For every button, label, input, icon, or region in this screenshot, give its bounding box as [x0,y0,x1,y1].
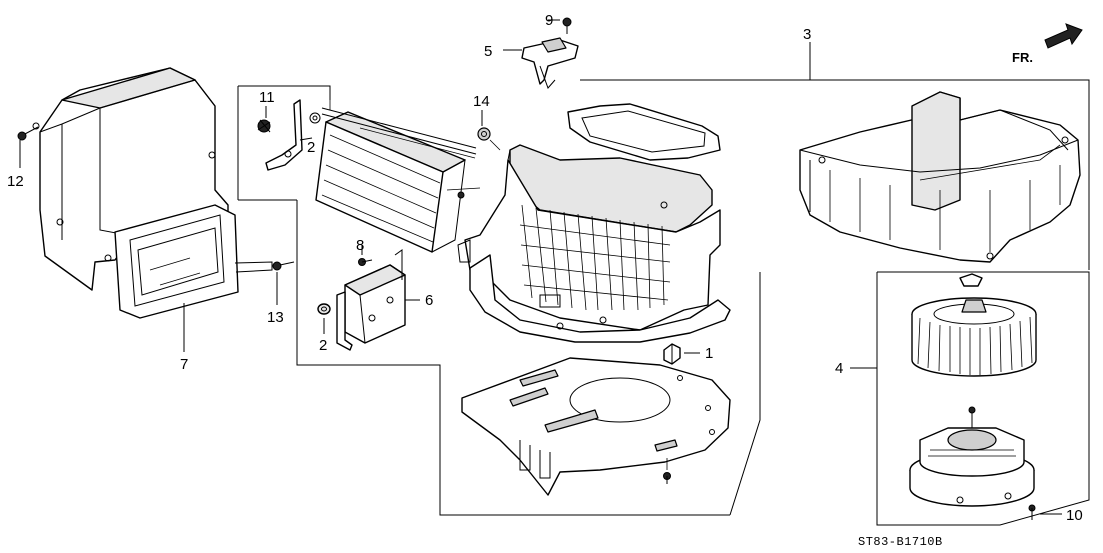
screw-part-10 [1028,504,1062,520]
callout-10: 10 [1066,507,1083,524]
screw-bottom [663,458,671,484]
callout-8: 8 [356,237,364,254]
upper-case-part-3 [799,91,1081,263]
screw-part-8 [358,245,373,266]
intake-duct-part-7 [32,67,273,319]
clip-part-1 [663,343,700,365]
callout-3: 3 [803,26,811,43]
diagram-code: ST83-B1710B [858,535,943,549]
nut-part-14 [477,110,501,151]
gasket-seal [567,103,721,161]
callout-11: 11 [259,89,275,106]
callout-2-upper: 2 [307,139,315,156]
callout-13: 13 [267,309,284,326]
front-direction-arrow: FR. [1012,23,1083,65]
callout-labels: 9 5 3 11 2 14 12 8 6 13 2 7 1 4 10 [7,12,1083,524]
screw-part-13 [272,261,295,305]
bolt-part-9 [548,17,572,34]
callout-14: 14 [473,93,490,110]
blower-motor-fan-part-4 [909,273,1037,507]
screw-part-12 [17,126,39,168]
callout-9: 9 [545,12,553,29]
callout-7: 7 [180,356,188,373]
front-direction-label: FR. [1012,50,1033,65]
actuator-part-6 [336,249,420,351]
callout-1: 1 [705,345,713,362]
assembly-frames [237,42,1090,526]
callout-6: 6 [425,292,433,309]
bottom-cover-plate [461,357,731,496]
callout-2-lower: 2 [319,337,327,354]
callout-12: 12 [7,173,24,190]
callout-4: 4 [835,360,843,377]
grommet-part-2-lower [317,303,331,334]
filter-link-assembly [257,98,481,253]
bracket-part-5 [503,37,579,89]
callout-5: 5 [484,43,492,60]
blower-housing-center [457,144,731,343]
